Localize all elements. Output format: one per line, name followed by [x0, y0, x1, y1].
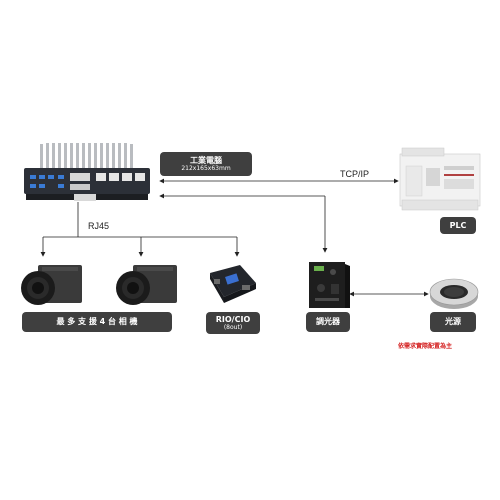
controller-label-box: 調光器: [306, 312, 350, 332]
footnote: 依需求實際配置為主: [398, 343, 453, 350]
plc-label: PLC: [449, 220, 467, 230]
cameras-label: 最 多 支 援 4 台 相 機: [56, 317, 138, 327]
light-label-box: 光源: [430, 312, 476, 332]
controller-label: 調光器: [316, 317, 340, 327]
rio-module-image: [210, 265, 256, 303]
pc-label-box: 工業電腦 212x165x63mm: [160, 152, 252, 176]
tcpip-label: TCP/IP: [340, 169, 370, 179]
light-controller-image: [309, 262, 350, 308]
camera-2-image: [116, 265, 177, 305]
rio-label: RIO/CIO: [215, 314, 251, 324]
rio-sub: (8out): [223, 324, 243, 332]
rj45-label: RJ45: [88, 221, 110, 231]
light-label: 光源: [445, 317, 461, 327]
industrial-pc-image: [24, 143, 150, 201]
ring-light-image: [429, 278, 479, 309]
cameras-label-box: 最 多 支 援 4 台 相 機: [22, 312, 172, 332]
pc-title: 工業電腦: [190, 155, 222, 165]
pc-size: 212x165x63mm: [181, 165, 231, 173]
plc-label-box: PLC: [440, 217, 476, 234]
camera-1-image: [21, 265, 82, 305]
rio-label-box: RIO/CIO (8out): [206, 312, 260, 334]
plc-image: [399, 147, 481, 211]
